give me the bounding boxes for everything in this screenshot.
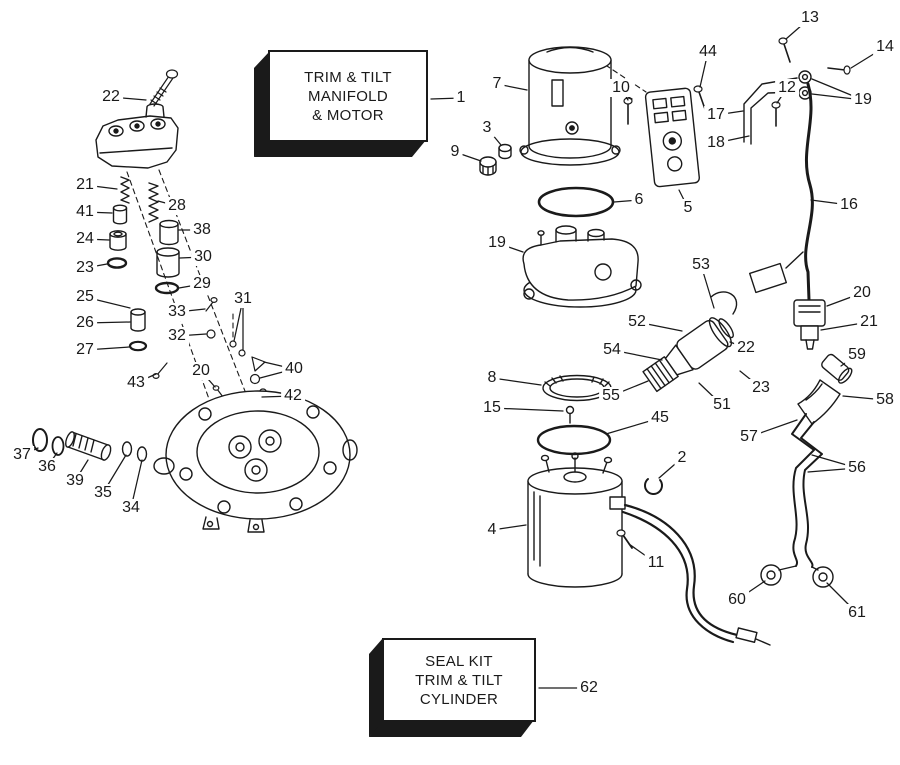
- manifold-base-art: [153, 390, 358, 533]
- o-ring-6-art: [537, 186, 615, 218]
- manifold-title-line: & MOTOR: [312, 106, 384, 124]
- manifold-title-line: MANIFOLD: [308, 87, 388, 105]
- c-clip-art: [644, 478, 663, 495]
- seal-kit-title-line: CYLINDER: [419, 690, 499, 708]
- pump-assembly-art: [522, 225, 642, 308]
- o-ring-45-art: [536, 424, 612, 456]
- manifold-title-box: TRIM & TILT MANIFOLD & MOTOR: [268, 50, 428, 142]
- seal-kit-title-box: SEAL KIT TRIM & TILT CYLINDER: [382, 638, 536, 722]
- manifold-head-art: [95, 103, 179, 169]
- motor-cap-art: [519, 46, 621, 166]
- pin-15-art: [565, 405, 575, 424]
- trim-cable-art: [760, 353, 853, 588]
- clamp-8-art: [542, 374, 612, 402]
- spring-28-art: [148, 182, 159, 223]
- manifold-title-line: TRIM & TILT: [304, 68, 392, 86]
- tiny-hardware-art: [152, 297, 267, 405]
- spring-21-art: [120, 176, 130, 204]
- box-shadows: [254, 52, 534, 737]
- seal-kit-title-line: TRIM & TILT: [415, 671, 503, 689]
- nut-parts-art: [479, 143, 512, 176]
- seal-chain-art: [32, 428, 148, 462]
- module-5-art: [644, 87, 700, 188]
- screws-right-art: [623, 37, 851, 127]
- seal-kit-title-line: SEAL KIT: [425, 652, 493, 670]
- motor-art: [527, 452, 771, 646]
- harness-16-art: [748, 82, 826, 350]
- valve-parts-right-art: [154, 219, 180, 295]
- screw-22-art: [149, 69, 179, 107]
- valve-parts-mid-art: [128, 308, 148, 352]
- valve-parts-left-art: [106, 204, 128, 269]
- solenoid-assembly-art: [642, 291, 738, 393]
